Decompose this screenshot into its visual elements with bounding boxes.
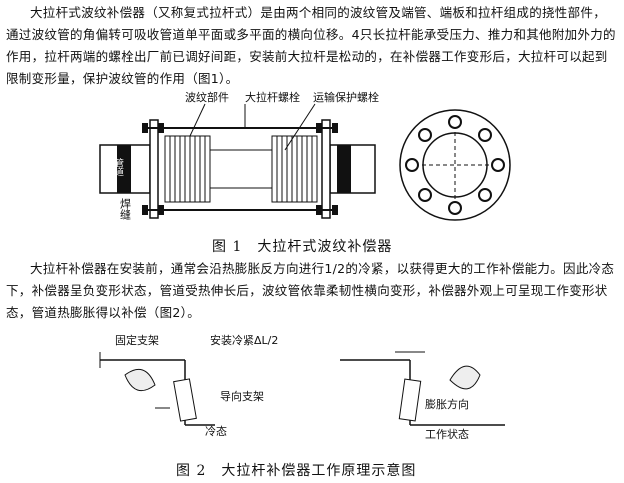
- figure-1-caption: 图 1 大拉杆式波纹补偿器: [212, 239, 393, 255]
- label-tie-rod-bolt: 大拉杆螺栓: [245, 90, 300, 104]
- left-end-plate: [149, 119, 159, 219]
- bellows-right: [271, 135, 318, 203]
- label-fixed-support: 固定支架: [115, 333, 159, 347]
- right-pipe: [329, 144, 376, 194]
- label-bellows: 波纹部件: [185, 90, 229, 104]
- middle-pipe: [209, 149, 273, 189]
- bolt-nut: [316, 205, 322, 215]
- bolt-nut: [142, 123, 148, 133]
- intro-paragraph: 大拉杆式波纹补偿器（又称复式拉杆式）是由两个相同的波纹管及端管、端板和拉杆组成的…: [6, 5, 616, 86]
- cold-pull-paragraph: 大拉杆补偿器在安装前，通常会沿热膨胀反方向进行1/2的冷紧，以获得更大的工作补偿…: [6, 261, 615, 320]
- bellows-left: [164, 135, 211, 203]
- cold-state-diagram: 固定支架 安装冷紧ΔL/2 导向支架 冷态: [99, 333, 278, 438]
- label-expansion-dir: 膨胀方向: [425, 397, 469, 411]
- label-working-state: 工作状态: [425, 427, 469, 441]
- bolt-nut: [142, 205, 148, 215]
- right-pipe-band: [337, 145, 351, 193]
- bolt-nut: [158, 123, 164, 133]
- flange-end-view: [399, 109, 511, 221]
- working-state-diagram: 膨胀方向 工作状态: [340, 351, 505, 441]
- bolt-nut: [332, 205, 338, 215]
- left-pipe-band: [117, 145, 131, 193]
- bolt-nut: [332, 123, 338, 133]
- label-weld: 焊缝: [119, 197, 132, 220]
- label-cold-state: 冷态: [205, 425, 227, 438]
- label-guide-support: 导向支架: [220, 389, 264, 403]
- figure-2-diagram: 固定支架 安装冷紧ΔL/2 导向支架 冷态 膨胀方向 工作状态: [99, 333, 505, 441]
- label-transport-bolt: 运输保护螺栓: [313, 90, 379, 104]
- label-pipe: 管道: [113, 157, 124, 177]
- right-end-plate: [321, 119, 331, 219]
- figure-2-caption: 图 2 大拉杆补偿器工作原理示意图: [176, 463, 417, 479]
- bolt-nut: [316, 123, 322, 133]
- figure-1-diagram: 波纹部件 大拉杆螺栓 运输保护螺栓 管道 焊缝: [99, 90, 511, 221]
- bolt-nut: [158, 205, 164, 215]
- label-cold-pull: 安装冷紧ΔL/2: [210, 333, 278, 347]
